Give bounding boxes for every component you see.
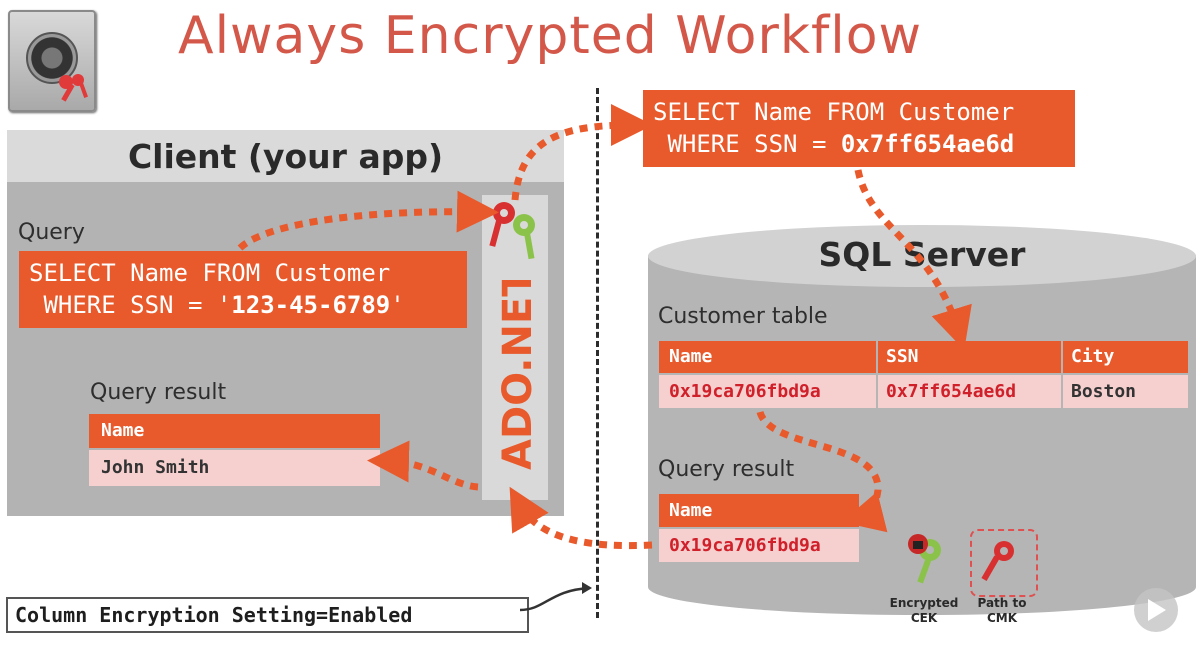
query-label: Query	[18, 220, 85, 245]
server-query-line1: SELECT Name FROM Customer	[653, 98, 1015, 126]
cek-label-line1: Encrypted	[889, 596, 959, 610]
customer-table-label: Customer table	[658, 304, 828, 329]
connection-setting: Column Encryption Setting=Enabled	[6, 597, 529, 633]
cell-ssn: 0x7ff654ae6d	[878, 375, 1061, 408]
server-query-value: 0x7ff654ae6d	[840, 130, 1015, 158]
col-header-city: City	[1063, 341, 1188, 373]
arrow-setting-to-divider	[519, 586, 591, 612]
server-query-box: SELECT Name FROM Customer WHERE SSN = 0x…	[643, 90, 1075, 167]
server-result-header: Name	[659, 494, 859, 527]
ado-net-label: ADO.NET	[495, 280, 541, 470]
client-title: Client (your app)	[127, 137, 444, 176]
client-result-value: John Smith	[89, 450, 380, 486]
cell-name: 0x19ca706fbd9a	[659, 375, 876, 408]
trust-boundary-divider	[596, 88, 599, 618]
col-header-name: Name	[659, 341, 876, 373]
key-icon	[981, 541, 1014, 582]
server-query-line2-prefix: WHERE SSN =	[653, 130, 841, 158]
col-header-ssn: SSN	[878, 341, 1061, 373]
cmk-label-line1: Path to	[977, 596, 1027, 610]
page-title: Always Encrypted Workflow	[178, 6, 923, 66]
safe-icon	[8, 10, 96, 112]
client-query-value: 123-45-6789	[231, 291, 391, 319]
cmk-box	[970, 529, 1038, 597]
client-result-label: Query result	[90, 380, 227, 405]
server-result-label: Query result	[658, 457, 795, 482]
server-title: SQL Server	[818, 235, 1026, 274]
client-query-line1: SELECT Name FROM Customer	[29, 259, 391, 287]
client-query-box: SELECT Name FROM Customer WHERE SSN = '1…	[19, 251, 467, 328]
client-query-line2-suffix: '	[390, 291, 405, 319]
cell-city: Boston	[1063, 375, 1188, 408]
client-result-header: Name	[89, 414, 380, 448]
client-header	[7, 130, 564, 182]
cmk-label-line2: CMK	[986, 611, 1018, 625]
play-icon	[1148, 599, 1166, 621]
keys-icon	[489, 202, 535, 260]
client-query-line2-prefix: WHERE SSN = '	[29, 291, 232, 319]
server-result-value: 0x19ca706fbd9a	[659, 529, 859, 562]
ado-net-label-svg: ADO.NET	[495, 280, 541, 470]
locked-key-icon	[908, 534, 941, 584]
cek-label-line2: CEK	[910, 611, 938, 625]
